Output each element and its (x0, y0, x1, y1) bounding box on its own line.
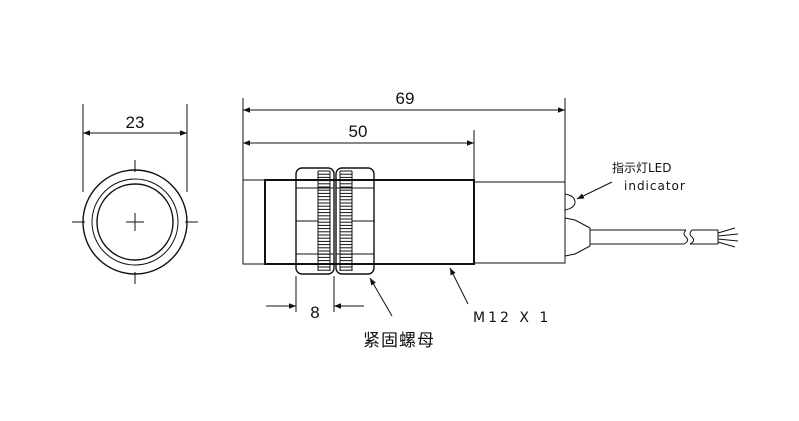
cable-strain-relief-bottom (564, 245, 591, 257)
led-label-en: indicator (624, 179, 686, 193)
nut-width-label: 8 (310, 303, 319, 322)
nut-label: 紧固螺母 (363, 331, 435, 351)
body-length-label: 50 (349, 122, 368, 141)
diameter-label: 23 (126, 113, 145, 132)
rear-housing (473, 181, 566, 264)
cable (564, 217, 739, 257)
cable-break-2 (689, 229, 695, 245)
locking-nut-left (295, 167, 335, 275)
cable-break-1 (683, 229, 689, 245)
side-view: 69 50 (242, 89, 739, 351)
total-length-label: 69 (396, 89, 415, 108)
led-indicator (564, 193, 576, 211)
nut-right-knurl (339, 170, 353, 271)
nut-callout-leader (369, 277, 393, 317)
wire-2 (717, 233, 739, 237)
wire-3 (717, 238, 739, 242)
end-view: 23 (72, 104, 198, 284)
led-label-cn: 指示灯LED (612, 160, 672, 175)
thread-callout-leader (449, 267, 469, 305)
wire-4 (717, 241, 736, 248)
wire-1 (717, 227, 736, 234)
led-callout-leader (576, 181, 613, 200)
sensor-face (242, 179, 266, 265)
nut-left-knurl (317, 170, 331, 271)
middle-circle (91, 178, 179, 266)
inner-circle (96, 183, 174, 261)
locking-nut-right (335, 167, 375, 275)
thread-label: M12 X 1 (473, 310, 551, 326)
cable-strain-relief-top (564, 217, 591, 229)
